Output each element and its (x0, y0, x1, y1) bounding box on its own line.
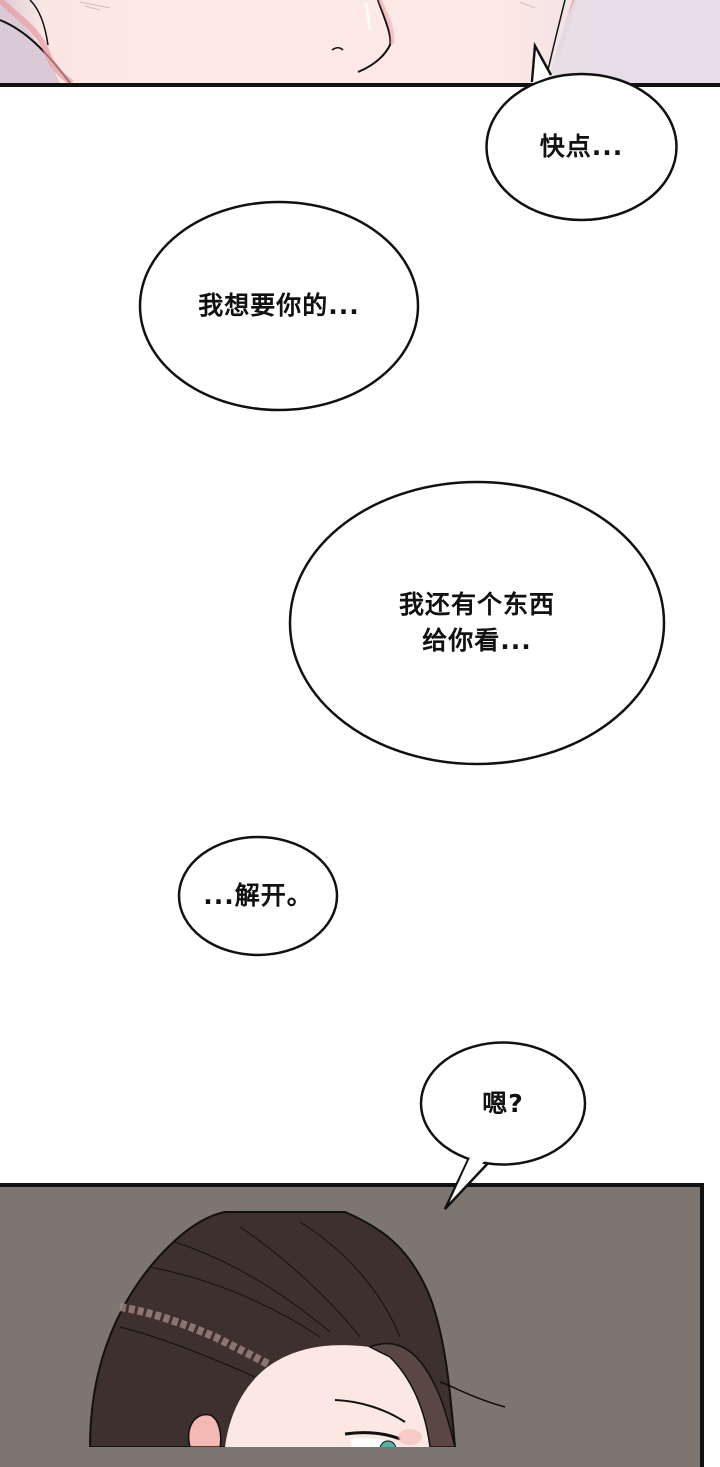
bubble-outline (485, 41, 678, 222)
bubble-text: 快点... (539, 132, 624, 161)
face-closeup-illustration (0, 0, 720, 83)
bubble-outline (288, 480, 666, 766)
speech-bubble-hurry: 快点... (485, 41, 678, 222)
bubble-outline (419, 1041, 587, 1210)
bubble-text: 嗯? (482, 1088, 524, 1118)
bubble-text: 我还有个东西 给你看... (398, 590, 555, 655)
speech-bubble-show: 我还有个东西 给你看... (288, 480, 666, 766)
speech-bubble-huh: 嗯? (419, 1041, 587, 1210)
comic-panel-top (0, 0, 720, 87)
speech-bubble-want: 我想要你的... (138, 200, 420, 412)
comic-panel-bottom (0, 1183, 704, 1467)
character-portrait-illustration (88, 1211, 506, 1447)
bubble-outline (138, 200, 420, 412)
bubble-outline (177, 835, 339, 957)
bubble-text: ...解开。 (203, 881, 313, 910)
bubble-text: 我想要你的... (198, 291, 360, 320)
speech-bubble-untie: ...解开。 (177, 835, 339, 957)
